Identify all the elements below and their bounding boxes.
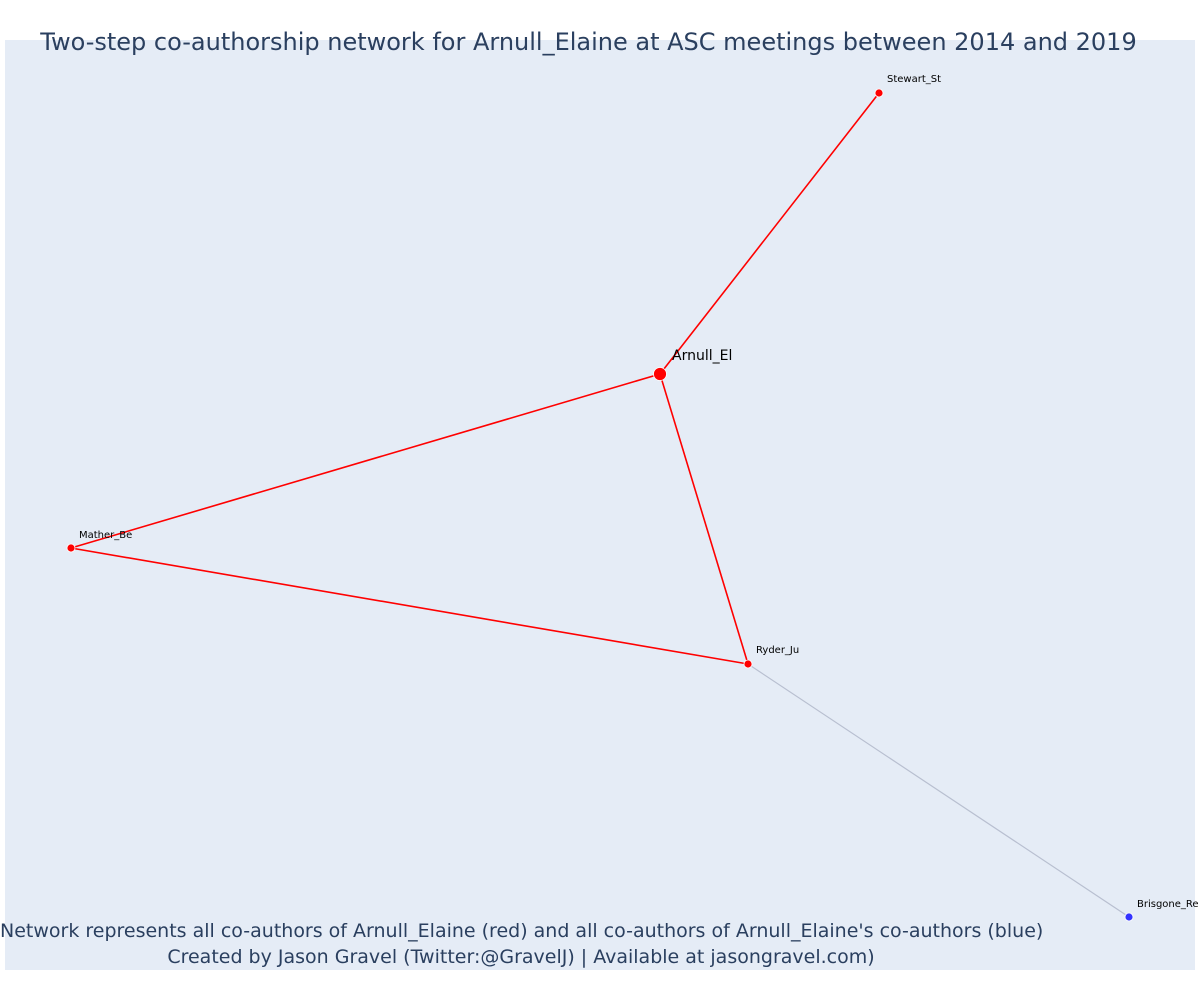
labels-layer: Arnull_El Stewart_StMather_BeRyder_JuBris…	[79, 74, 1199, 910]
node-arnull[interactable]	[653, 367, 667, 381]
node-label-brisgone: Brisgone_Re	[1137, 899, 1199, 910]
edge-ryder-brisgone	[747, 663, 1130, 918]
edge-arnull-mather	[70, 373, 661, 549]
caption-line-2: Created by Jason Gravel (Twitter:@Gravel…	[167, 946, 875, 968]
node-stewart[interactable]	[874, 88, 884, 98]
plot-background	[5, 40, 1195, 970]
chart-title: Two-step co-authorship network for Arnul…	[40, 28, 1137, 56]
node-ryder[interactable]	[743, 659, 753, 669]
node-mather[interactable]	[66, 543, 76, 553]
edge-arnull-stewart	[659, 92, 880, 375]
node-label-stewart: Stewart_St	[887, 74, 941, 85]
edges-layer	[70, 92, 1130, 918]
caption-line-1: Network represents all co-authors of Arn…	[0, 920, 1044, 942]
caption: Network represents all co-authors of Arn…	[0, 918, 1044, 970]
node-brisgone[interactable]	[1124, 912, 1134, 922]
node-label-mather: Mather_Be	[79, 530, 132, 541]
edge-arnull-ryder	[659, 373, 749, 665]
nodes-layer	[66, 88, 1134, 922]
node-label-arnull: Arnull_El	[672, 348, 732, 364]
node-label-ryder: Ryder_Ju	[756, 645, 799, 656]
edge-mather-ryder	[70, 547, 749, 665]
